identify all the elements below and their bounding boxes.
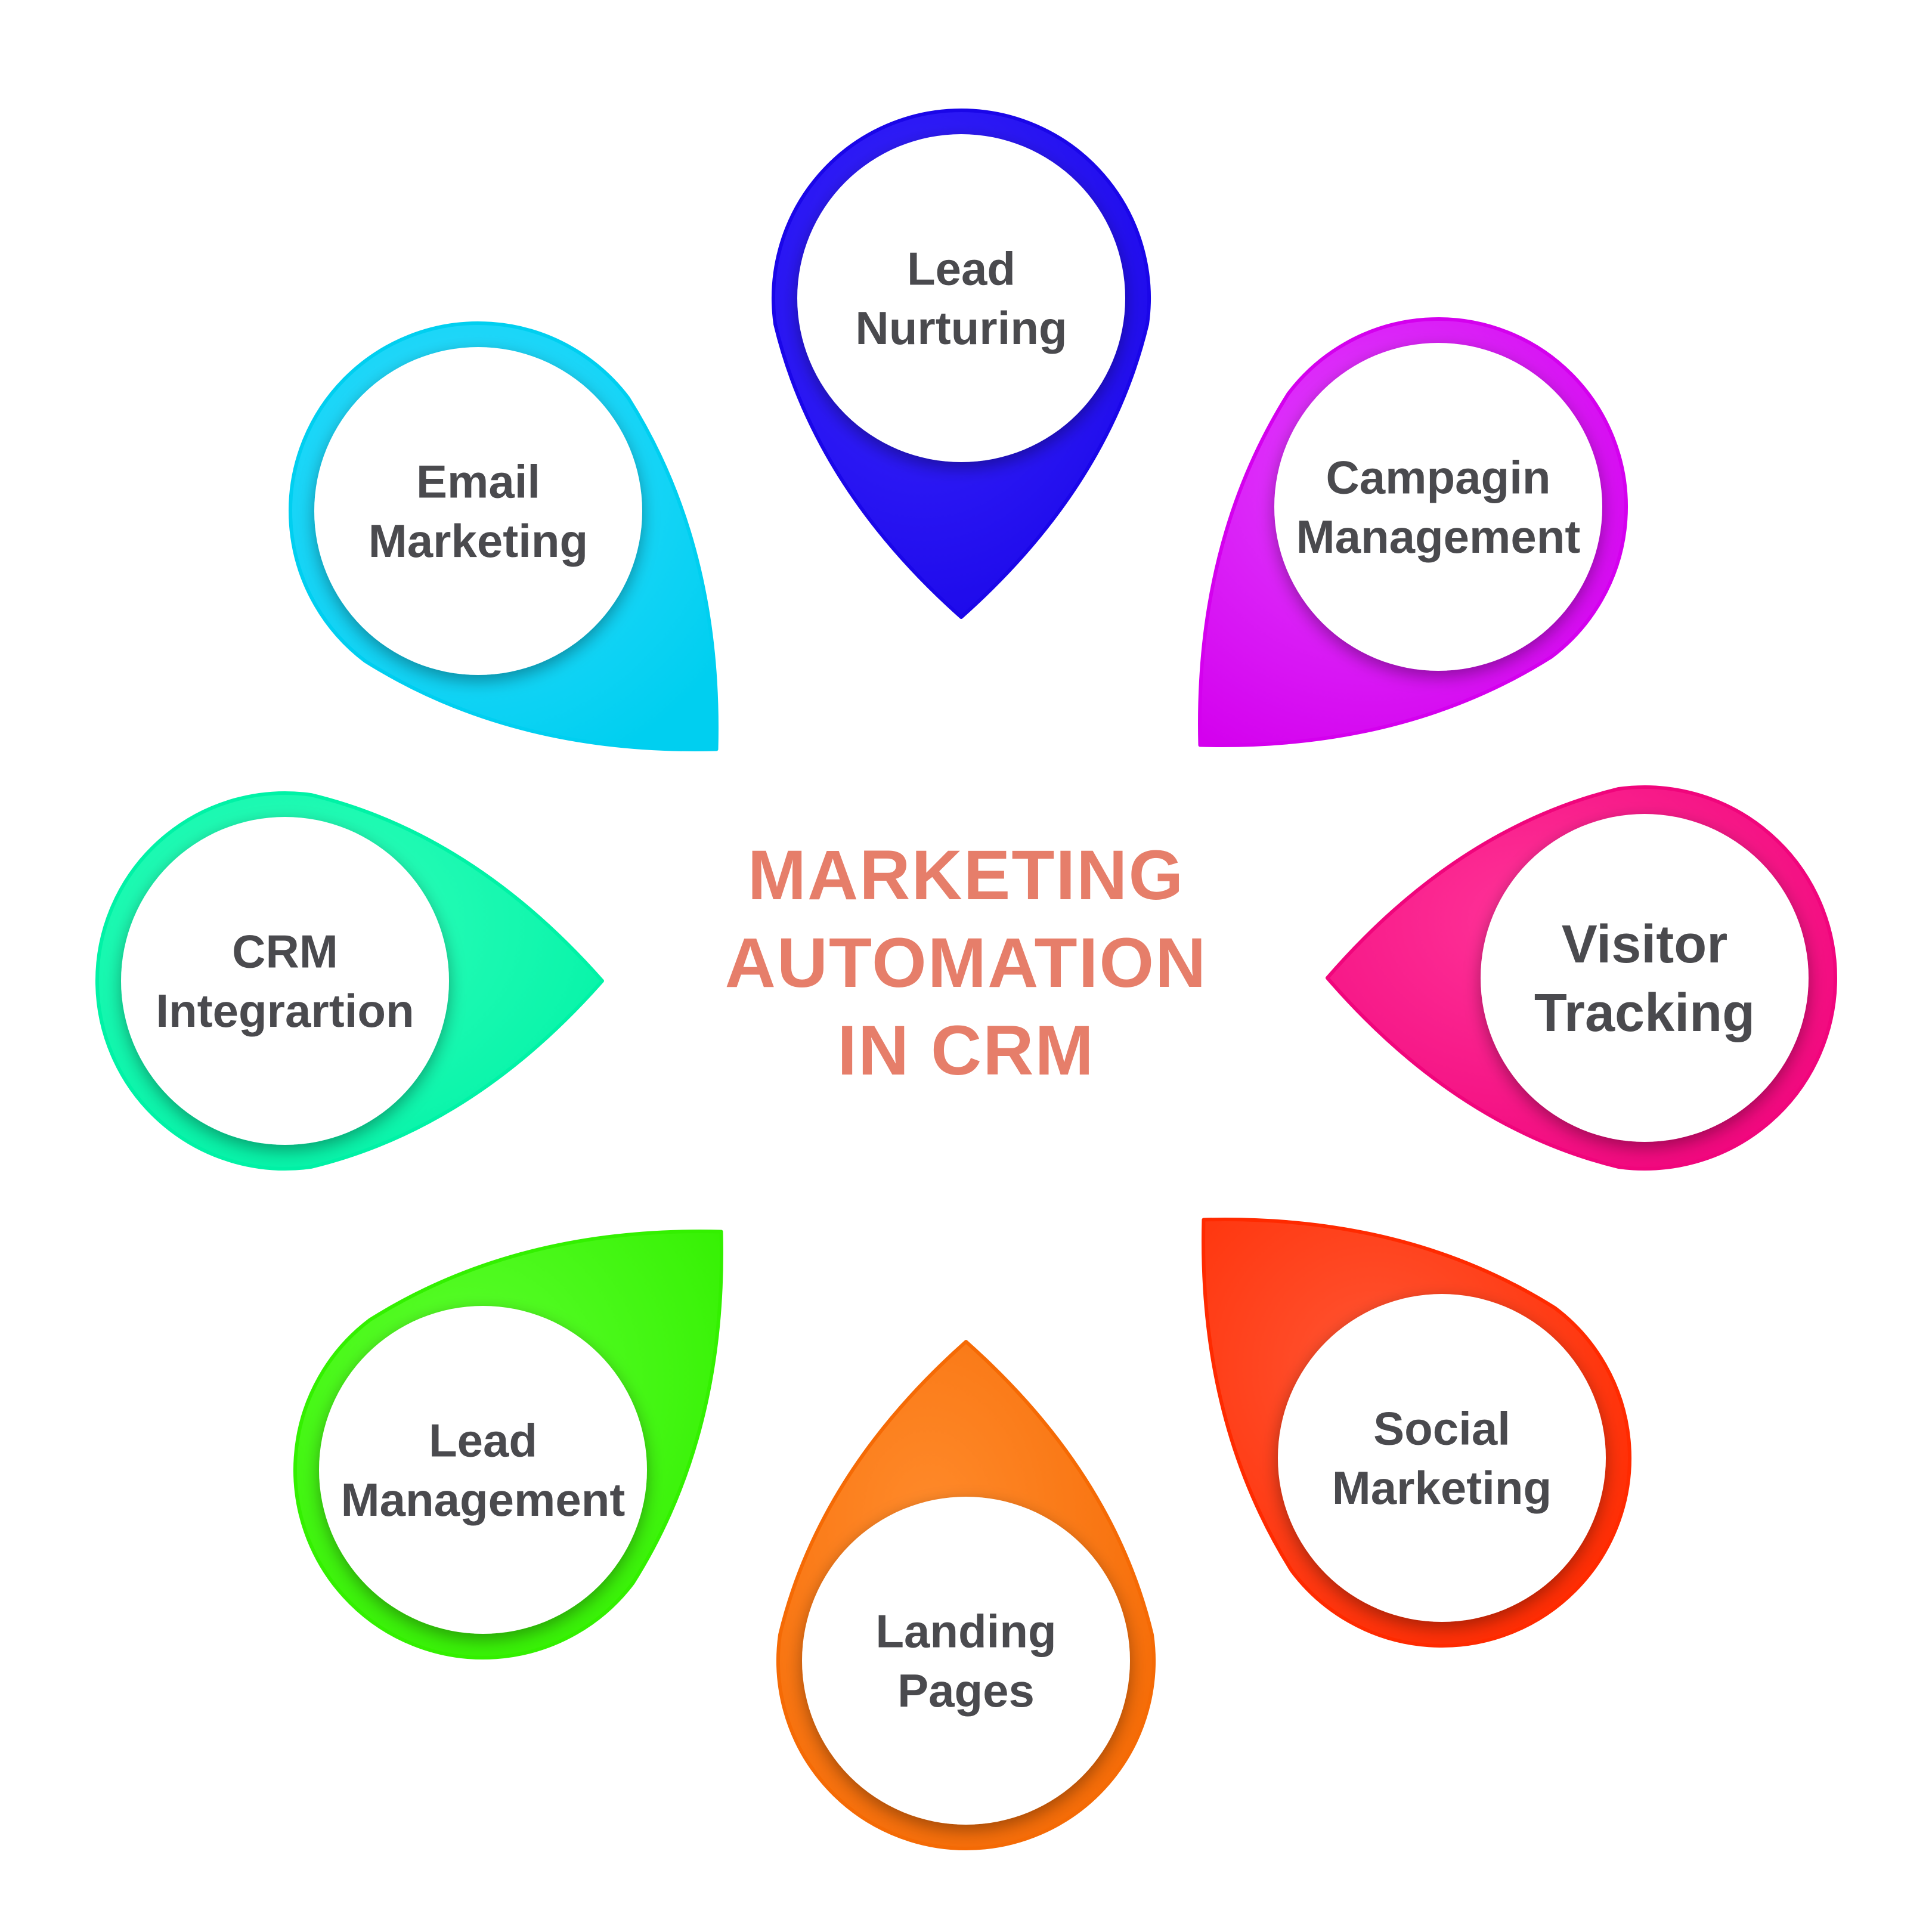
petal-inner-circle xyxy=(1278,1294,1606,1622)
petal-label-line: Social xyxy=(1373,1402,1510,1454)
petal-label-line: Marketing xyxy=(1332,1462,1552,1514)
center-title: MARKETING AUTOMATION IN CRM xyxy=(725,836,1208,1090)
petal-inner-circle xyxy=(797,134,1125,462)
petal-label-line: Pages xyxy=(897,1664,1035,1717)
petal-label-line: CRM xyxy=(232,925,338,977)
petal-inner-circle xyxy=(802,1497,1130,1825)
petal-inner-circle xyxy=(1274,343,1602,671)
petal-label-line: Lead xyxy=(907,242,1015,295)
petal-layer: LeadNurturingCampaginManagementVisitorTr… xyxy=(95,109,1837,1850)
center-title-line-3: IN CRM xyxy=(837,1011,1095,1090)
petal-label-line: Integrartion xyxy=(156,984,414,1037)
petal-label-line: Management xyxy=(341,1473,626,1526)
petal-inner-circle xyxy=(319,1306,647,1634)
petal-label-line: Marketing xyxy=(369,515,588,567)
petal-crm-integration: CRM Integrartion xyxy=(95,791,604,1171)
center-title-line-1: MARKETING xyxy=(748,836,1185,915)
petal-label-line: Management xyxy=(1296,510,1581,563)
petal-label-line: Nurturing xyxy=(855,302,1067,354)
petal-label-line: Visitor xyxy=(1562,915,1727,974)
petal-label-line: Tracking xyxy=(1534,983,1755,1043)
petal-label-line: Lead xyxy=(429,1414,537,1466)
petal-label-line: Campagin xyxy=(1326,451,1550,503)
center-title-line-2: AUTOMATION xyxy=(725,924,1208,1002)
petal-inner-circle xyxy=(1481,814,1809,1142)
petal-label-line: Landing xyxy=(875,1605,1056,1657)
petal-inner-circle xyxy=(121,817,449,1145)
petal-inner-circle xyxy=(314,347,642,675)
petal-label-line: Email xyxy=(416,455,540,507)
